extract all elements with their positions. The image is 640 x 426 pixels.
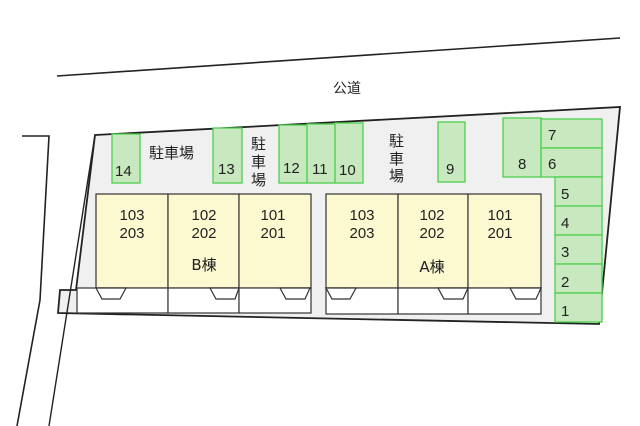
entry-step-icon xyxy=(324,287,358,300)
svg-text:車: 車 xyxy=(251,153,266,171)
parking-space-4-number: 4 xyxy=(561,215,569,232)
entry-step-icon xyxy=(436,287,469,300)
parking-space-1[interactable] xyxy=(554,292,603,323)
parking-space-10-number: 10 xyxy=(339,162,356,179)
svg-text:場: 場 xyxy=(251,171,266,189)
parking-space-5[interactable] xyxy=(554,176,603,207)
parking-space-10[interactable] xyxy=(334,122,364,184)
unit-number-lower: 203 xyxy=(349,225,374,242)
parking-space-14-number: 14 xyxy=(115,163,132,180)
unit-number-upper: 101 xyxy=(487,207,512,224)
svg-text:車: 車 xyxy=(389,150,404,168)
unit-number-upper: 102 xyxy=(419,207,444,224)
parking-space-14[interactable] xyxy=(111,133,141,184)
unit-b-101[interactable] xyxy=(238,193,312,289)
parking-label-right: 駐 車 場 xyxy=(389,132,404,185)
unit-number-upper: 103 xyxy=(349,207,374,224)
parking-space-12-number: 12 xyxy=(283,160,300,177)
parking-space-11[interactable] xyxy=(306,123,336,184)
unit-number-lower: 201 xyxy=(260,225,285,242)
left-boundary-line xyxy=(16,135,50,426)
unit-number-lower: 201 xyxy=(487,225,512,242)
svg-text:駐: 駐 xyxy=(251,135,266,153)
parking-spaces: 14 13 12 11 10 9 8 7 6 5 4 3 2 1 xyxy=(111,117,603,323)
parking-space-12[interactable] xyxy=(278,124,308,184)
svg-text:駐: 駐 xyxy=(389,132,404,150)
svg-text:場: 場 xyxy=(389,167,404,185)
parking-space-6-number: 6 xyxy=(548,156,556,173)
parking-space-8-number: 8 xyxy=(518,156,526,173)
parking-space-7-number: 7 xyxy=(548,127,556,144)
road-label: 公道 xyxy=(333,81,361,97)
entry-step-icon xyxy=(208,287,240,300)
unit-number-lower: 202 xyxy=(191,225,216,242)
parking-space-11-number: 11 xyxy=(312,161,328,178)
parking-label-left: 駐車場 xyxy=(149,144,194,162)
building-a-label: A棟 xyxy=(419,258,444,276)
road-boundary-line xyxy=(56,37,621,77)
parking-space-1-number: 1 xyxy=(561,303,569,320)
parking-space-2-number: 2 xyxy=(561,274,569,291)
unit-number-lower: 202 xyxy=(419,225,444,242)
unit-number-upper: 101 xyxy=(260,207,285,224)
parking-space-3-number: 3 xyxy=(561,244,569,261)
parking-space-5-number: 5 xyxy=(561,186,569,203)
parking-space-9[interactable] xyxy=(437,121,466,183)
unit-a-103[interactable] xyxy=(325,193,399,289)
building-b-label: B棟 xyxy=(191,256,216,274)
parking-space-2[interactable] xyxy=(554,263,603,294)
parking-space-9-number: 9 xyxy=(446,161,454,178)
entry-step-icon xyxy=(94,287,128,300)
unit-number-lower: 203 xyxy=(119,225,144,242)
parking-space-6[interactable] xyxy=(540,147,603,178)
building-a: 103 203 102 202 101 201 A棟 xyxy=(324,193,542,315)
entry-step-icon xyxy=(508,287,542,300)
unit-a-101[interactable] xyxy=(467,193,542,289)
unit-number-upper: 103 xyxy=(119,207,144,224)
lot-left-edge xyxy=(48,134,96,426)
parking-space-8[interactable] xyxy=(502,117,542,178)
parking-space-13-number: 13 xyxy=(218,161,235,178)
parking-label-middle: 駐 車 場 xyxy=(251,135,266,189)
entry-step-icon xyxy=(278,287,311,300)
parking-space-13[interactable] xyxy=(212,127,243,184)
unit-b-103[interactable] xyxy=(95,193,169,289)
parking-space-3[interactable] xyxy=(554,234,603,265)
parking-space-7[interactable] xyxy=(540,118,603,149)
building-b: 103 203 102 202 101 201 B棟 xyxy=(76,193,312,314)
unit-number-upper: 102 xyxy=(191,207,216,224)
unit-a-102[interactable] xyxy=(397,193,469,289)
